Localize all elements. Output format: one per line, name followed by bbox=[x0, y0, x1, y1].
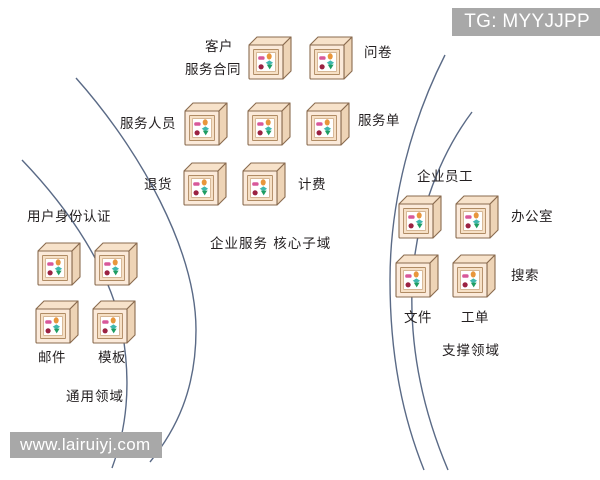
label-template: 模板 bbox=[98, 350, 126, 366]
curve-core-right bbox=[389, 54, 446, 471]
box-icon-core-4 bbox=[245, 100, 293, 148]
box-icon-supporting-4 bbox=[450, 252, 498, 300]
label-billing: 计费 bbox=[298, 177, 326, 193]
label-service-staff: 服务人员 bbox=[120, 116, 176, 132]
site-watermark: www.lairuiyj.com bbox=[10, 432, 163, 458]
box-icon-supporting-1 bbox=[396, 193, 444, 241]
label-enterprise-employee: 企业员工 bbox=[417, 169, 473, 185]
label-generic-domain: 通用领域 bbox=[66, 389, 124, 405]
label-questionnaire: 问卷 bbox=[364, 45, 392, 61]
label-customer-service-contract-line1: 客户 bbox=[205, 39, 233, 55]
box-icon-core-2 bbox=[307, 34, 355, 82]
box-icon-core-5 bbox=[304, 100, 352, 148]
box-icon-supporting-3 bbox=[393, 252, 441, 300]
label-work-order: 工单 bbox=[461, 310, 489, 326]
label-user-identity-auth: 用户身份认证 bbox=[27, 209, 111, 225]
box-icon-core-1 bbox=[246, 34, 294, 82]
box-icon-generic-3 bbox=[33, 298, 81, 346]
box-icon-supporting-2 bbox=[453, 193, 501, 241]
label-core-domain: 企业服务 核心子域 bbox=[210, 236, 332, 252]
label-supporting-domain: 支撑领域 bbox=[442, 343, 500, 359]
label-search: 搜索 bbox=[511, 268, 539, 284]
box-icon-generic-2 bbox=[92, 240, 140, 288]
box-icon-generic-4 bbox=[90, 298, 138, 346]
curve-core-left bbox=[75, 77, 197, 463]
label-email: 邮件 bbox=[38, 350, 66, 366]
label-customer-service-contract-line2: 服务合同 bbox=[185, 62, 241, 78]
telegram-watermark: TG: MYYJJPP bbox=[452, 8, 600, 36]
label-office: 办公室 bbox=[511, 209, 553, 225]
box-icon-core-6 bbox=[181, 160, 229, 208]
box-icon-core-3 bbox=[182, 100, 230, 148]
box-icon-generic-1 bbox=[35, 240, 83, 288]
label-return-goods: 退货 bbox=[144, 177, 172, 193]
label-file: 文件 bbox=[404, 310, 432, 326]
box-icon-core-7 bbox=[240, 160, 288, 208]
label-service-order: 服务单 bbox=[358, 113, 400, 129]
